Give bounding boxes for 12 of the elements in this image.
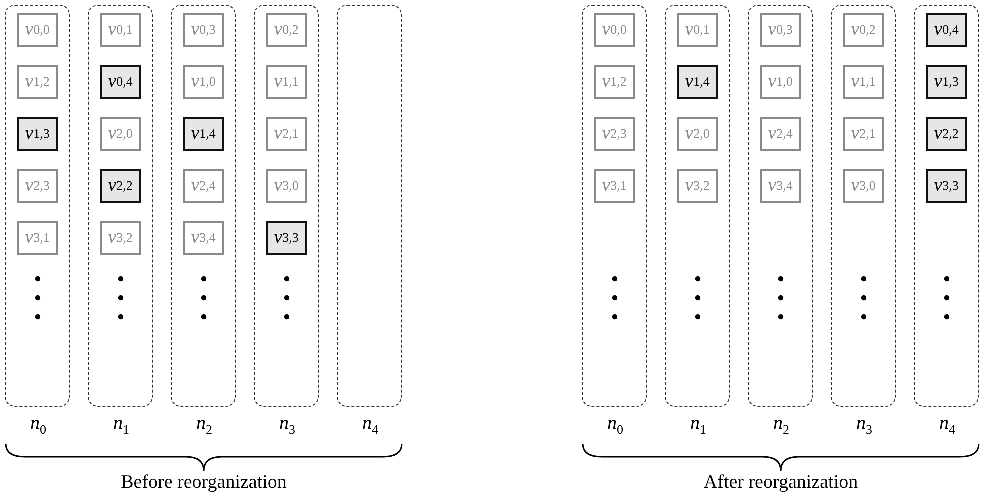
caption: After reorganization: [702, 472, 860, 494]
column-label: n$_{3}$: [278, 413, 296, 439]
column-label: n$_{2}$: [772, 413, 790, 439]
column-label: n$_{3}$: [856, 413, 874, 439]
column-label: n$_{4}$: [362, 413, 380, 439]
column-label: n$_{1}$: [112, 413, 130, 439]
caption: Before reorganization: [120, 472, 288, 494]
column-label: n$_{2}$: [196, 413, 214, 439]
column-label: n$_{0}$: [606, 413, 624, 439]
column-label: n$_{4}$: [938, 413, 956, 439]
column-label: n$_{0}$: [30, 413, 48, 439]
column-label: n$_{1}$: [690, 413, 708, 439]
